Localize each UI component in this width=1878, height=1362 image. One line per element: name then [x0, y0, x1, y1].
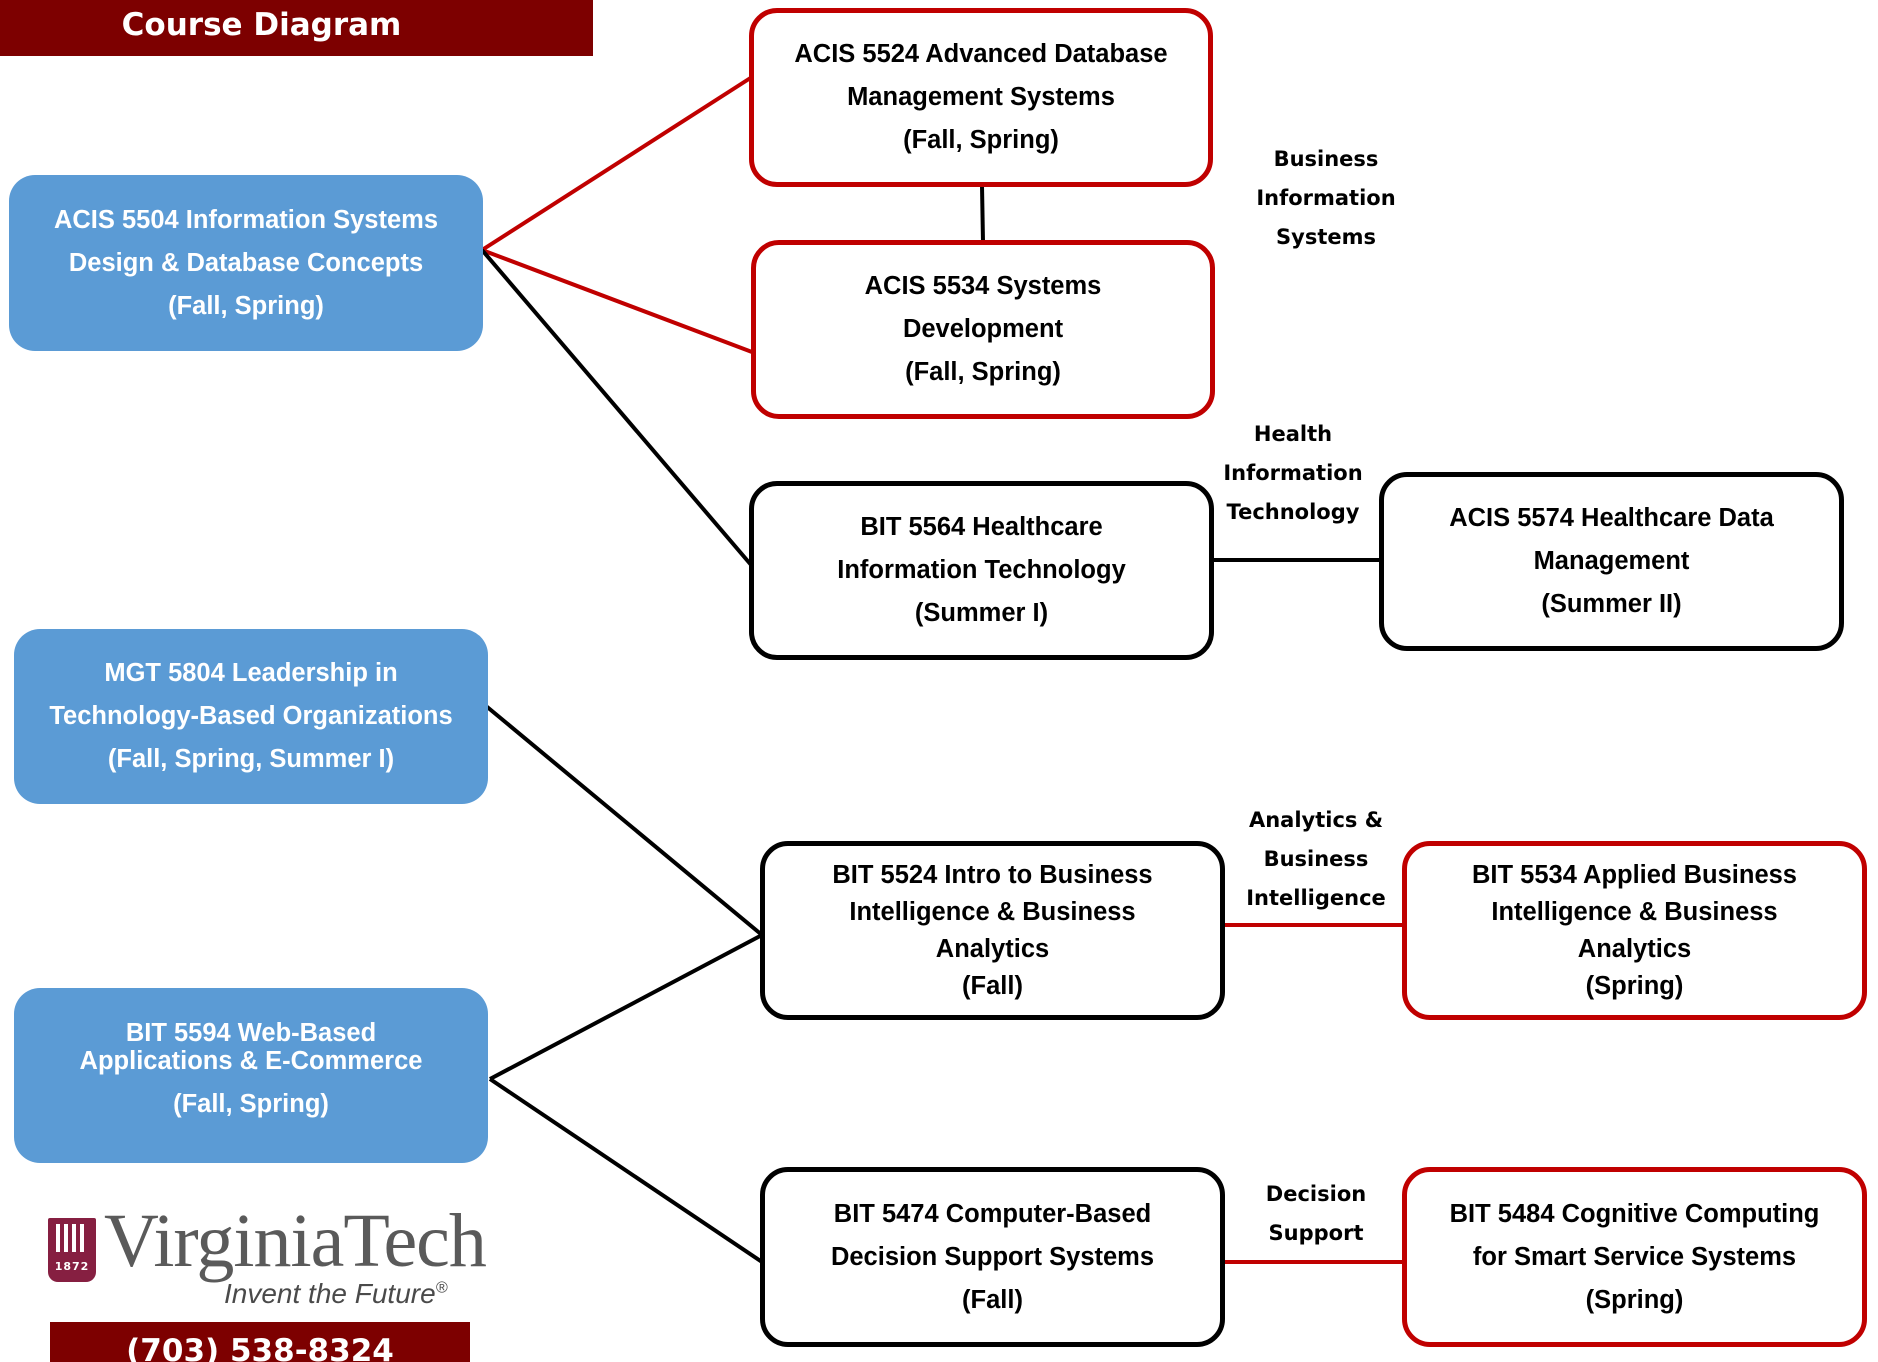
track-label-line: Business	[1273, 147, 1379, 171]
track-label-line: Information	[1223, 461, 1363, 485]
link-5524-5534	[980, 185, 985, 243]
track-label-line: Health	[1253, 422, 1333, 446]
course-title: Management	[1533, 547, 1690, 575]
course-title: BIT 5564 Healthcare	[860, 513, 1103, 541]
track-label-ds: Decision Support	[1218, 1175, 1414, 1253]
logo-wordmark: VirginiaTech	[104, 1199, 487, 1283]
course-title: Decision Support Systems	[830, 1242, 1155, 1271]
course-title: ACIS 5504 Information Systems	[53, 205, 439, 234]
link-5594-5474	[488, 1077, 764, 1264]
course-title: Analytics	[935, 934, 1050, 963]
course-terms: (Fall, Spring, Summer I)	[107, 745, 395, 773]
course-title: for Smart Service Systems	[1472, 1242, 1797, 1271]
link-5504-5524	[480, 75, 754, 252]
course-title: Analytics	[1577, 934, 1692, 963]
course-title: Technology-Based Organizations	[49, 702, 453, 730]
course-title: BIT 5474 Computer-Based	[833, 1199, 1152, 1228]
course-mgt5804: MGT 5804 Leadership in Technology-Based …	[14, 629, 488, 804]
phone-number: (703) 538-8324	[50, 1322, 470, 1362]
course-title: ACIS 5534 Systems	[864, 272, 1102, 300]
track-label-line: Information	[1256, 186, 1396, 210]
course-terms: (Spring)	[1585, 971, 1684, 1000]
course-title: BIT 5524 Intro to Business	[832, 860, 1153, 889]
course-acis5504: ACIS 5504 Information Systems Design & D…	[9, 175, 483, 351]
course-title: Intelligence & Business	[849, 897, 1136, 926]
course-bit5474: BIT 5474 Computer-Based Decision Support…	[760, 1167, 1225, 1347]
link-5504-5564	[480, 248, 754, 568]
course-title: BIT 5484 Cognitive Computing	[1449, 1199, 1820, 1228]
course-terms: (Fall, Spring)	[173, 1089, 329, 1118]
course-terms: (Fall)	[962, 1285, 1023, 1314]
course-bit5534: BIT 5534 Applied Business Intelligence &…	[1402, 841, 1867, 1020]
course-acis5524: ACIS 5524 Advanced Database Management S…	[749, 8, 1213, 187]
course-title: Design & Database Concepts	[68, 248, 424, 277]
registered-mark: ®	[435, 1279, 448, 1297]
track-label-line: Decision	[1265, 1182, 1367, 1206]
logo-tagline: Invent the Future®	[224, 1278, 447, 1310]
course-terms: (Fall, Spring)	[168, 291, 324, 320]
course-title: BIT 5534 Applied Business	[1472, 860, 1797, 889]
virginia-tech-logo: 1872 VirginiaTech Invent the Future®	[48, 1199, 487, 1320]
track-label-line: Intelligence	[1246, 886, 1386, 910]
course-bit5564: BIT 5564 Healthcare Information Technolo…	[749, 481, 1214, 660]
tagline-text: Invent the Future	[224, 1278, 436, 1309]
course-acis5534: ACIS 5534 Systems Development (Fall, Spr…	[751, 240, 1215, 419]
course-bit5524: BIT 5524 Intro to Business Intelligence …	[760, 841, 1225, 1020]
course-title: BIT 5594 Web-Based	[125, 1018, 377, 1047]
track-label-line: Business	[1263, 847, 1369, 871]
course-terms: (Summer II)	[1541, 590, 1682, 618]
track-label-bis: Business Information Systems	[1228, 140, 1424, 257]
link-5804-5524	[484, 704, 764, 937]
track-label-line: Systems	[1276, 225, 1376, 249]
course-title: Applications & E-Commerce	[79, 1046, 423, 1075]
course-title: Development	[902, 315, 1064, 343]
course-terms: (Fall, Spring)	[905, 358, 1061, 386]
course-terms: (Fall, Spring)	[903, 126, 1059, 154]
course-bit5484: BIT 5484 Cognitive Computing for Smart S…	[1402, 1167, 1867, 1347]
link-5594-5524	[489, 933, 763, 1081]
course-acis5574: ACIS 5574 Healthcare Data Management (Su…	[1379, 472, 1844, 651]
university-shield-icon: 1872	[48, 1218, 96, 1282]
course-title: Information Technology	[837, 556, 1126, 584]
track-label-abi: Analytics & Business Intelligence	[1218, 801, 1414, 918]
course-bit5594: BIT 5594 Web-Based Applications & E-Comm…	[14, 988, 488, 1163]
course-terms: (Fall)	[962, 971, 1023, 1000]
track-label-hit: Health Information Technology	[1198, 415, 1388, 532]
course-title: Intelligence & Business	[1491, 897, 1778, 926]
course-title: Management Systems	[847, 83, 1115, 111]
page-title: Course Diagram	[0, 0, 593, 56]
course-title: MGT 5804 Leadership in	[104, 659, 398, 687]
track-label-line: Technology	[1226, 500, 1360, 524]
course-terms: (Summer I)	[914, 599, 1049, 627]
shield-year: 1872	[54, 1260, 90, 1273]
course-title: ACIS 5574 Healthcare Data	[1449, 504, 1774, 532]
track-label-line: Analytics &	[1248, 808, 1384, 832]
track-label-line: Support	[1268, 1221, 1364, 1245]
course-title: ACIS 5524 Advanced Database	[794, 40, 1168, 68]
course-terms: (Spring)	[1585, 1285, 1684, 1314]
link-5504-5534	[481, 248, 753, 354]
